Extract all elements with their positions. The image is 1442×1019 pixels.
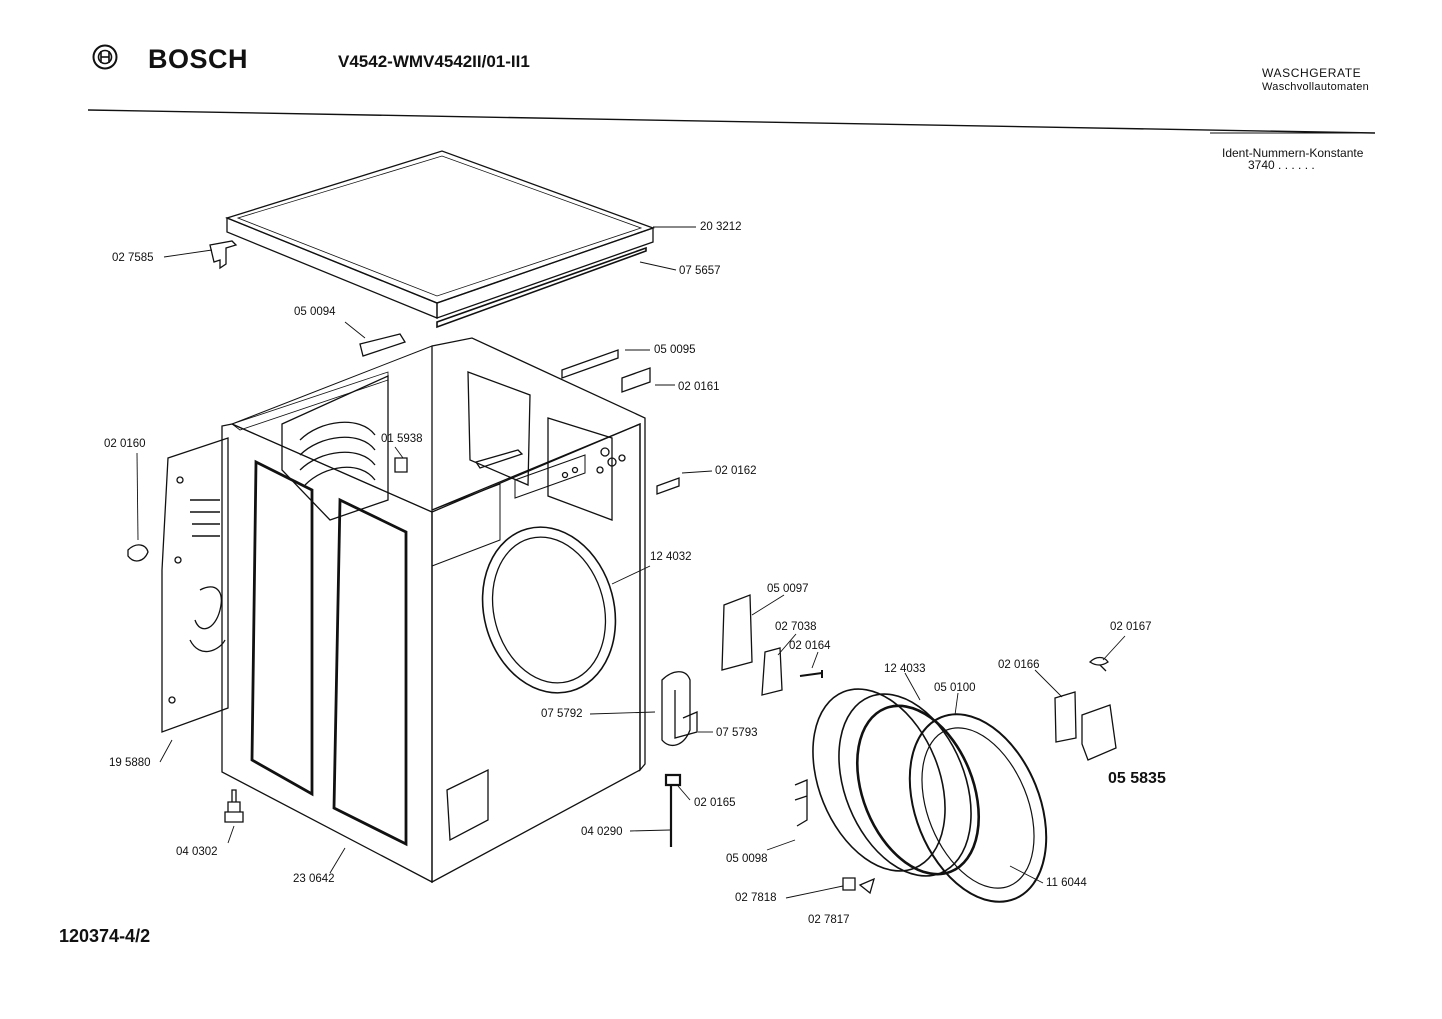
door-lock-part — [721, 594, 1117, 761]
part-label-020166: 02 0166 — [998, 659, 1040, 671]
part-label-055835: 05 5835 — [1108, 770, 1166, 787]
part-label-020167: 02 0167 — [1110, 621, 1152, 633]
part-label-195880: 19 5880 — [109, 757, 151, 769]
part-label-203212: 20 3212 — [700, 221, 742, 233]
header-rule — [87, 109, 1376, 134]
part-label-075792: 07 5792 — [541, 708, 583, 720]
category-title: WASCHGERATE — [1262, 66, 1362, 80]
ident-label: Ident-Nummern-Konstante — [1222, 146, 1364, 160]
part-label-040302: 04 0302 — [176, 846, 218, 858]
part-label-020165: 02 0165 — [694, 797, 736, 809]
bosch-logo-icon — [92, 44, 118, 70]
part-label-027038: 02 7038 — [775, 621, 817, 633]
brand-name: BOSCH — [148, 44, 249, 74]
part-label-075793: 07 5793 — [716, 727, 758, 739]
part-label-027818: 02 7818 — [735, 892, 777, 904]
part-label-124032: 12 4032 — [650, 551, 692, 563]
category-subtitle: Waschvollautomaten — [1262, 81, 1370, 93]
part-label-116044: 11 6044 — [1046, 877, 1087, 889]
part-label-020164: 02 0164 — [789, 640, 831, 652]
leader-lines — [136, 226, 1126, 899]
part-label-124033: 12 4033 — [884, 663, 926, 675]
part-label-020161: 02 0161 — [678, 381, 720, 393]
part-label-020160: 02 0160 — [104, 438, 146, 450]
left-side-panel-part — [161, 437, 229, 733]
cover-hinge-part — [209, 240, 238, 270]
top-cover-part — [225, 150, 655, 329]
part-label-050100: 05 0100 — [934, 682, 976, 694]
part-label-230642: 23 0642 — [293, 873, 335, 885]
cabinet-frame-part — [431, 337, 646, 772]
part-label-050095: 05 0095 — [654, 344, 696, 356]
door-seal-part — [812, 688, 1048, 903]
part-label-020162: 02 0162 — [715, 465, 757, 477]
part-label-050097: 05 0097 — [767, 583, 809, 595]
part-label-040290: 04 0290 — [581, 826, 623, 838]
part-label-027817: 02 7817 — [808, 914, 850, 926]
part-label-027585: 02 7585 — [112, 252, 154, 264]
part-label-050098: 05 0098 — [726, 853, 768, 865]
document-number: 120374-4/2 — [59, 926, 151, 946]
model-number: V4542-WMV4542II/01-II1 — [338, 52, 530, 71]
part-label-050094: 05 0094 — [294, 306, 336, 318]
foot-part — [127, 333, 876, 895]
part-label-075657: 07 5657 — [679, 265, 721, 277]
front-cabinet-part — [221, 345, 641, 884]
hinge-part — [661, 671, 808, 827]
part-label-015938: 01 5938 — [381, 433, 423, 445]
ident-value: 3740 . . . . . . — [1248, 158, 1315, 172]
